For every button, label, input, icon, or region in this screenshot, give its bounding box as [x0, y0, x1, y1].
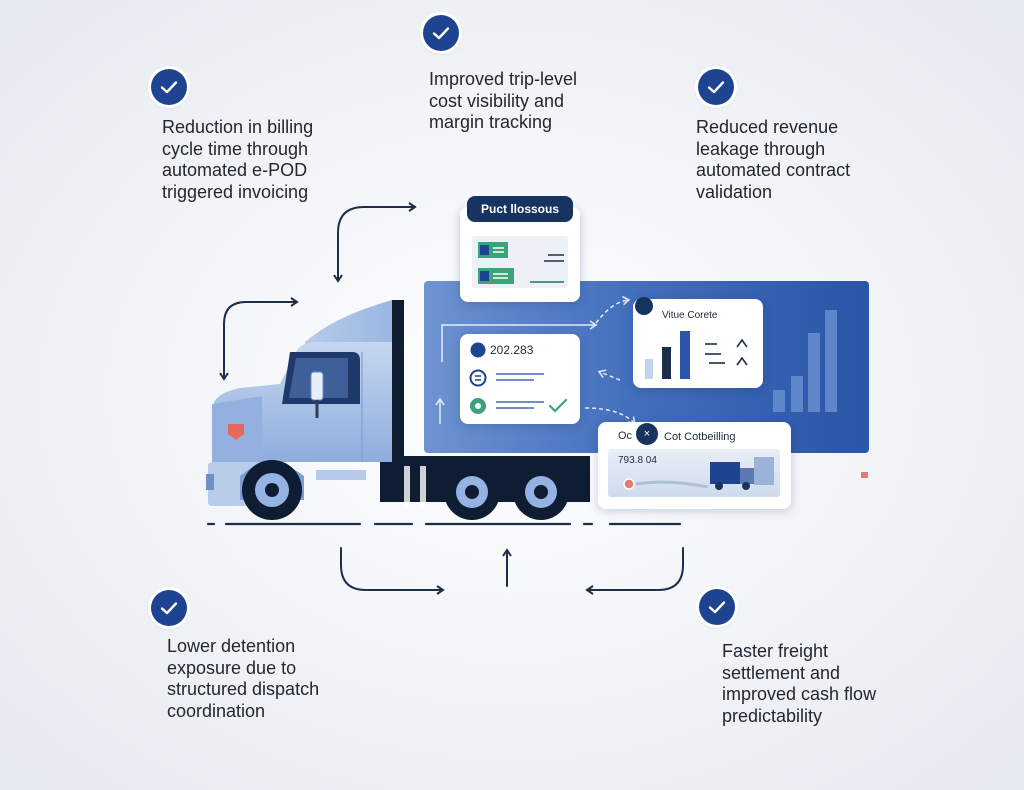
dashboard-bar — [791, 376, 803, 412]
check-icon — [151, 69, 187, 105]
value-bar — [645, 359, 653, 379]
benefit-line: cost visibility and — [429, 90, 565, 111]
dashboard-bars — [773, 310, 837, 412]
benefit-line: margin tracking — [429, 112, 553, 132]
arrow — [223, 297, 299, 379]
dashboard-bar — [825, 310, 837, 412]
arrow — [337, 202, 417, 281]
benefit-line: automated contract — [696, 160, 851, 180]
process-card-content — [472, 236, 568, 288]
value-bar — [662, 347, 671, 379]
benefit-line: triggered invoicing — [162, 181, 309, 202]
benefit-revenue-leakage: Reduced revenue leakage through automate… — [696, 117, 850, 203]
benefit-freight-settlement: Faster freight settlement and improved c… — [722, 641, 876, 727]
marker — [861, 472, 868, 478]
benefit-cost-visibility: Improved trip-level cost visibility and … — [429, 69, 577, 134]
benefit-line: improved cash flow — [722, 684, 877, 704]
value-card — [633, 299, 763, 388]
dashboard-bar — [808, 333, 820, 412]
value-bar — [680, 331, 690, 379]
check-icon — [698, 69, 734, 105]
arrow — [340, 547, 445, 595]
cost-billing-title: Cot Cotbeilling — [664, 431, 736, 443]
value-card-title: Vitue Corete — [662, 310, 718, 321]
check-icon — [151, 590, 187, 626]
benefit-line: validation — [696, 181, 773, 202]
benefit-billing-cycle: Reduction in billing cycle time through … — [162, 117, 313, 203]
benefit-detention: Lower detention exposure due to structur… — [167, 636, 319, 722]
benefit-line: settlement and — [722, 662, 841, 683]
trip-card-icons — [469, 342, 568, 414]
benefit-line: structured dispatch — [167, 679, 320, 699]
flow-arrows — [219, 202, 684, 595]
check-icon — [423, 15, 459, 51]
process-title-pill: Puct llossous — [467, 196, 573, 222]
benefit-line: Improved trip-level — [429, 69, 578, 89]
benefit-line: Faster freight — [722, 641, 829, 661]
check-icon — [699, 589, 735, 625]
value-card-chart — [645, 331, 748, 379]
benefit-line: exposure due to — [167, 657, 297, 678]
benefit-line: leakage through — [696, 138, 826, 159]
panel-connectors — [435, 295, 636, 425]
arrow — [585, 547, 684, 595]
benefit-line: cycle time through — [162, 138, 309, 159]
benefit-line: predictability — [722, 705, 823, 726]
cost-billing-prefix: Oc — [618, 430, 633, 442]
benefit-line: coordination — [167, 700, 266, 721]
cost-billing-close-icon[interactable]: × — [636, 423, 658, 445]
benefit-line: Reduction in billing — [162, 117, 314, 137]
benefit-line: Reduced revenue — [696, 117, 839, 137]
dashboard-bar — [773, 390, 785, 412]
benefit-line: Lower detention — [167, 636, 296, 656]
trip-value: 202.283 — [490, 343, 534, 357]
truck — [206, 300, 590, 520]
benefit-line: automated e-POD — [162, 160, 308, 180]
cost-billing-visual — [623, 457, 774, 490]
process-title: Puct llossous — [480, 202, 560, 216]
value-card-badge — [635, 297, 653, 315]
cost-billing-amount: 793.8 04 — [618, 455, 657, 466]
